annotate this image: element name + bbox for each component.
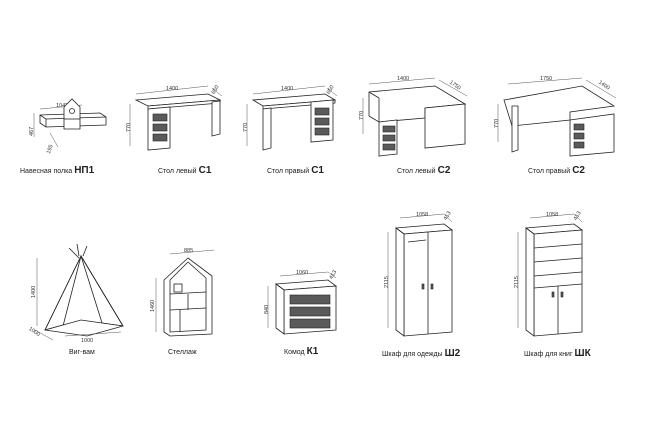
dim-width: 1060 [296, 270, 308, 276]
caption-code: ШК [574, 348, 591, 359]
dim-width-a: 1750 [540, 76, 552, 82]
wardrobe-sh2-drawing: 1058 413 2115 [384, 211, 454, 337]
chest-k1-drawing: 1060 413 840 [264, 270, 339, 335]
dim-height: 770 [126, 123, 132, 132]
dim-depth: 650 [211, 85, 221, 96]
dim-height: 1460 [150, 300, 156, 312]
caption-text: Стеллаж [168, 349, 197, 356]
dim-width-b: 1750 [448, 80, 461, 92]
item-wigwam[interactable]: 1400 1000 1000 Виг-вам [25, 240, 135, 360]
caption-code: С2 [437, 165, 451, 176]
dim-height: 770 [243, 123, 249, 132]
dim-width-a: 1400 [397, 76, 409, 82]
dim-depth: 413 [443, 211, 453, 222]
caption-code: С1 [198, 165, 212, 176]
dim-height: 2115 [384, 276, 390, 288]
caption-text: Стол левый [397, 168, 436, 175]
hanging-shelf-drawing: 1042 467 195 [29, 98, 107, 155]
caption-text: Шкаф для одежды [382, 351, 443, 358]
caption-code: Ш2 [444, 348, 461, 359]
dim-width: 1058 [416, 212, 428, 218]
dim-depth: 1000 [27, 326, 40, 338]
caption-text: Шкаф для книг [524, 351, 573, 358]
dim-depth: 195 [46, 144, 55, 155]
dim-width: 1042 [56, 103, 68, 109]
dim-width-b: 1400 [597, 80, 610, 92]
caption-code: НП1 [74, 165, 95, 176]
caption-code: С2 [572, 165, 585, 176]
wigwam-drawing: 1400 1000 1000 [27, 243, 124, 344]
caption-text: Комод [284, 349, 305, 356]
caption-code: С1 [311, 165, 324, 176]
dim-height: 840 [264, 305, 270, 314]
dim-height: 770 [359, 111, 365, 120]
dim-width: 1400 [281, 86, 293, 92]
dim-height: 2115 [514, 276, 520, 288]
shelving-drawing: 885 1460 [150, 248, 215, 337]
desk-right-c2-drawing: 1750 1400 770 [494, 76, 617, 157]
dim-width: 1400 [166, 86, 178, 92]
dim-height: 467 [29, 127, 35, 136]
bookcase-shk-drawing: 1058 413 2115 [514, 211, 584, 337]
dim-depth: 650 [326, 85, 336, 96]
dim-width: 1000 [81, 338, 93, 344]
desk-right-c1-drawing: 1400 770 650 [243, 85, 338, 151]
caption-text: Стол левый [158, 168, 197, 175]
item-shelving[interactable]: 885 1460 Стеллаж [140, 240, 230, 360]
dim-depth: 413 [573, 211, 583, 222]
caption: Стеллаж [168, 346, 199, 357]
dim-depth: 413 [329, 270, 339, 281]
caption-text: Стол правый [528, 168, 571, 175]
dim-height: 1400 [31, 286, 37, 298]
caption-text: Навесная полка [20, 168, 73, 175]
caption: Виг-вам [69, 346, 97, 357]
desk-left-c2-drawing: 1400 1750 770 [359, 76, 468, 157]
caption-text: Стол правый [267, 168, 310, 175]
caption-code: К1 [306, 346, 319, 357]
dim-width: 885 [184, 248, 193, 254]
dim-width: 1058 [546, 212, 558, 218]
desk-left-c1-drawing: 1400 770 650 [126, 85, 223, 151]
dim-height: 770 [494, 119, 500, 128]
caption-text: Виг-вам [69, 349, 95, 356]
